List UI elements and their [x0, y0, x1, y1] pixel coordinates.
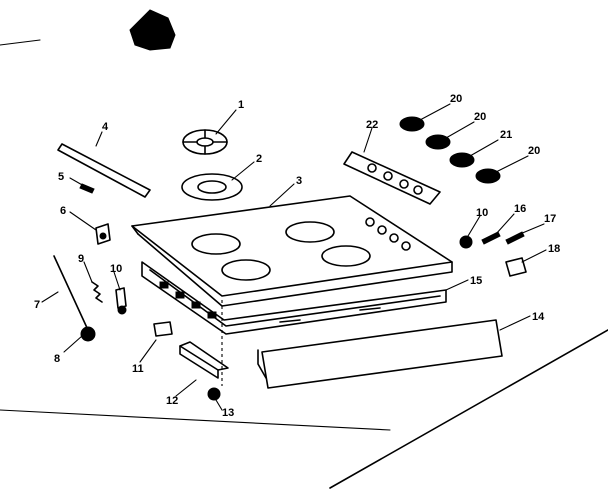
callout-20-a: 20: [450, 93, 462, 105]
callout-18: 18: [548, 243, 560, 255]
part-17: [505, 231, 525, 245]
callout-10-left: 10: [110, 263, 122, 275]
scan-blot: [129, 9, 176, 51]
long-rod-7: [53, 255, 89, 331]
trim-12: [179, 341, 229, 379]
part-16: [481, 231, 501, 245]
front-panel: [257, 319, 503, 389]
floor-line-right: [329, 329, 608, 489]
callout-17: 17: [544, 213, 556, 225]
bracket-6: [95, 223, 111, 245]
floor-line-left: [0, 409, 391, 431]
burner-ring: [181, 173, 243, 201]
control-knob-20c: [475, 168, 501, 184]
callout-15: 15: [470, 275, 482, 287]
spring-9: [91, 281, 103, 303]
knob-13: [207, 387, 221, 401]
control-plate: [343, 151, 441, 205]
callout-3: 3: [296, 175, 302, 187]
part-18: [505, 257, 527, 277]
callout-8: 8: [54, 353, 60, 365]
callout-12: 12: [166, 395, 178, 407]
callout-7: 7: [34, 299, 40, 311]
callout-21: 21: [500, 129, 512, 141]
knob-11: [153, 321, 173, 337]
callout-20-c: 20: [528, 145, 540, 157]
control-knob-21: [449, 152, 475, 168]
control-knob-20a: [399, 116, 425, 132]
floor-line-top: [0, 39, 41, 46]
burner-box: [141, 261, 447, 335]
callout-22: 22: [366, 119, 378, 131]
knob-8: [80, 326, 96, 342]
callout-9: 9: [78, 253, 84, 265]
callout-1: 1: [238, 99, 244, 111]
callout-20-b: 20: [474, 111, 486, 123]
control-knob-20b: [425, 134, 451, 150]
callout-2: 2: [256, 153, 262, 165]
callout-5: 5: [58, 171, 64, 183]
callout-6: 6: [60, 205, 66, 217]
support-rod: [57, 143, 151, 198]
callout-16: 16: [514, 203, 526, 215]
clip-10-left: [115, 287, 127, 315]
cooktop-top: [131, 195, 453, 307]
callout-4: 4: [102, 121, 109, 133]
leader-lines: [41, 103, 547, 411]
callout-13: 13: [222, 407, 234, 419]
callout-14: 14: [532, 311, 545, 323]
burner-grate: [182, 129, 228, 155]
callout-10-right: 10: [476, 207, 488, 219]
clip-10-right: [459, 235, 473, 249]
callout-11: 11: [132, 363, 144, 375]
